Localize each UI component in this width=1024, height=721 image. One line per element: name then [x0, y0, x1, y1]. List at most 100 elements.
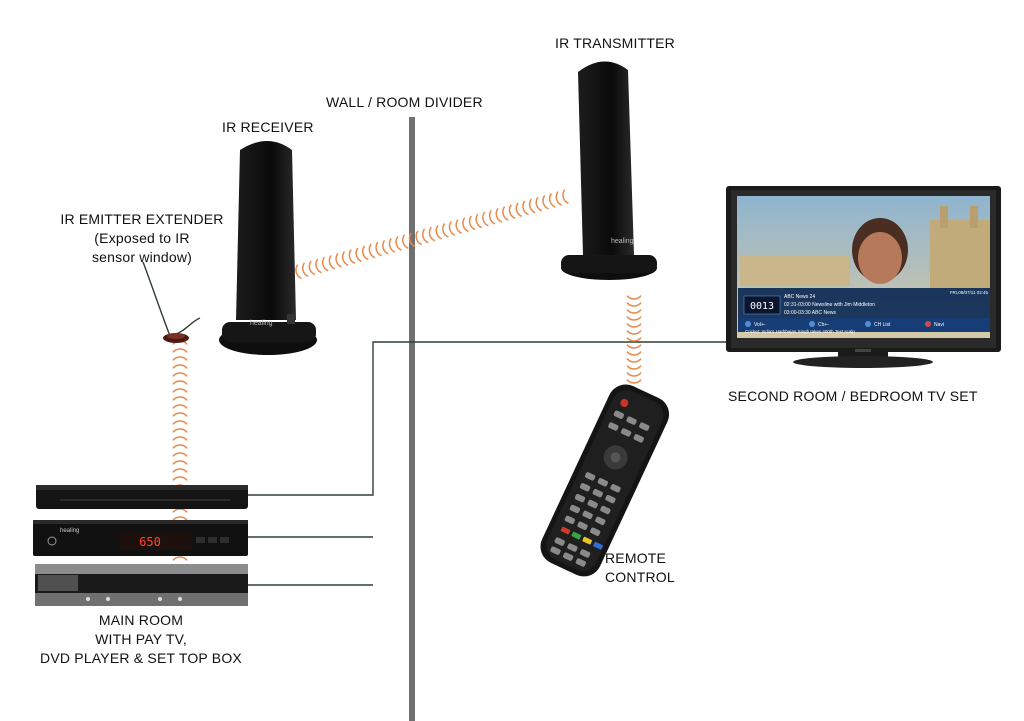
- remote-button: [613, 410, 625, 419]
- ir-wave-arc: [508, 204, 516, 219]
- remote-button: [595, 516, 606, 526]
- remote-button: [633, 434, 644, 443]
- tv-button-1: Vol+-: [754, 322, 766, 328]
- ir-wave-arc: [172, 404, 188, 409]
- ir-wave-arc: [442, 223, 449, 238]
- emitter-label-line-3: sensor window): [91, 249, 193, 265]
- remote-button: [569, 504, 581, 514]
- ir-wave-arc: [308, 260, 316, 276]
- ir-wave-arc: [475, 213, 483, 229]
- main-room-label-line-2: WITH PAY TV,: [95, 631, 187, 647]
- ir-wave-arc: [488, 209, 496, 225]
- remote-label-line-1: REMOTE: [605, 550, 667, 566]
- ir-wave-arc: [172, 460, 188, 465]
- ir-wave-arc: [172, 388, 188, 393]
- tv-button-3: CH List: [874, 322, 891, 328]
- ir-wave-arc: [626, 372, 642, 377]
- ir-wave-arc: [172, 508, 188, 513]
- remote-label-line-2: CONTROL: [605, 569, 675, 585]
- ir-wave-arc: [515, 202, 523, 218]
- ir-wave-arc: [626, 351, 642, 356]
- ir-wave-arc: [562, 189, 569, 204]
- remote-button: [610, 484, 621, 493]
- ir-wave-arc: [388, 238, 396, 253]
- ir-wave-arc: [295, 264, 302, 279]
- remote-button: [574, 493, 586, 503]
- remote-button: [550, 546, 561, 555]
- ir-wave-arc: [435, 224, 443, 240]
- ir-wave-arc: [375, 241, 382, 257]
- ir-wave-arc: [172, 364, 188, 369]
- receiver-brand-logo: healing: [250, 320, 273, 327]
- ir-wave-arc: [172, 412, 188, 417]
- ir-wave-arc: [172, 356, 188, 361]
- remote-button: [639, 422, 650, 431]
- remote-buttons: [550, 410, 650, 567]
- stb-led-display: 650: [139, 535, 161, 549]
- ir-wave-arc: [315, 258, 322, 274]
- ir-wave-arc: [172, 348, 188, 353]
- wall-divider-label: WALL / ROOM DIVIDER: [326, 94, 483, 110]
- ir-wave-arc: [172, 380, 188, 385]
- remote-button: [620, 428, 632, 437]
- main-room-label-line-3: DVD PLAYER & SET TOP BOX: [40, 650, 242, 666]
- ir-wave-arc: [172, 556, 188, 561]
- remote-button: [567, 543, 578, 552]
- emitter-label-line-2: (Exposed to IR: [94, 230, 190, 246]
- ir-wave-arc: [522, 200, 529, 216]
- remote-button: [563, 552, 574, 561]
- main-room-label-line-1: MAIN ROOM: [98, 612, 184, 628]
- ir-receiver-device: healing: [219, 141, 317, 355]
- tv-date: FRI,08/07/11 02:45: [950, 290, 989, 295]
- tv-button-4: Navi: [934, 322, 944, 328]
- tv-info-line-3: 03:00-03:30 ABC News: [784, 310, 836, 316]
- remote-button: [564, 515, 575, 525]
- tv-ticker: Cricket: India's Harbhajan Singh takes 4…: [745, 329, 855, 334]
- ir-wave-arc: [328, 254, 336, 270]
- ir-wave-arc: [626, 344, 642, 349]
- ir-receiver-label: IR RECEIVER: [222, 119, 314, 135]
- remote-button: [575, 558, 587, 567]
- wall-divider-line: [409, 117, 415, 721]
- ir-wave-arc: [542, 194, 549, 210]
- ir-wave-arc: [172, 396, 188, 401]
- ir-wave-arc: [555, 191, 563, 206]
- remote-button: [626, 416, 637, 425]
- ir-wave-arc: [382, 239, 389, 255]
- ir-wave-arc: [528, 198, 536, 214]
- ir-wave-arc: [495, 208, 503, 223]
- ir-wave-arc: [402, 234, 409, 249]
- remote-button: [554, 537, 565, 546]
- remote-button: [608, 422, 619, 431]
- ir-wave-arc: [626, 337, 642, 342]
- ir-wave-arc: [172, 444, 188, 449]
- ir-wave-arc: [348, 249, 356, 264]
- tv-button-2: Ch+-: [818, 322, 829, 328]
- dvd-player: [36, 485, 248, 509]
- ir-wave-arc: [172, 428, 188, 433]
- ir-wave-arc: [626, 309, 642, 314]
- ir-waves-receiver-transmitter: [295, 189, 569, 279]
- ir-wave-arc: [468, 215, 476, 231]
- remote-button: [579, 483, 591, 492]
- remote-button: [597, 478, 608, 487]
- ir-wave-arc: [428, 226, 436, 242]
- ir-wave-arc: [626, 316, 642, 321]
- ir-wave-arc: [462, 217, 469, 233]
- ir-wave-arc: [362, 245, 369, 261]
- ir-wave-arc: [408, 232, 416, 248]
- emitter-label: IR EMITTER EXTENDER (Exposed to IR senso…: [52, 210, 232, 267]
- ir-wave-arc: [172, 452, 188, 457]
- ir-wave-arc: [341, 251, 349, 266]
- remote-button: [587, 499, 598, 509]
- ir-emitter-extender: [163, 333, 189, 343]
- ir-transmitter-label: IR TRANSMITTER: [555, 35, 675, 51]
- ir-wave-arc: [172, 420, 188, 425]
- remote-label: REMOTE CONTROL: [605, 549, 675, 587]
- set-top-box: healing 650: [33, 520, 248, 556]
- emitter-label-line-1: IR EMITTER EXTENDER: [60, 211, 224, 227]
- ir-wave-arc: [626, 365, 642, 370]
- av-cables: [142, 261, 735, 586]
- ir-wave-arc: [626, 358, 642, 363]
